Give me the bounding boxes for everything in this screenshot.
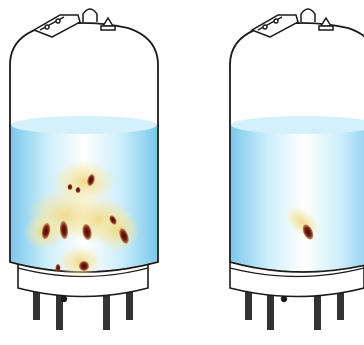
- colony: [68, 184, 73, 190]
- colony: [76, 187, 81, 193]
- liquid: [231, 119, 364, 271]
- colony: [79, 261, 89, 271]
- drain-port-icon: [281, 296, 287, 302]
- tank-right: [230, 9, 364, 330]
- liquid-surface: [11, 116, 157, 134]
- tank-left: [10, 9, 158, 330]
- drain-port-icon: [61, 296, 67, 302]
- colony: [56, 264, 61, 272]
